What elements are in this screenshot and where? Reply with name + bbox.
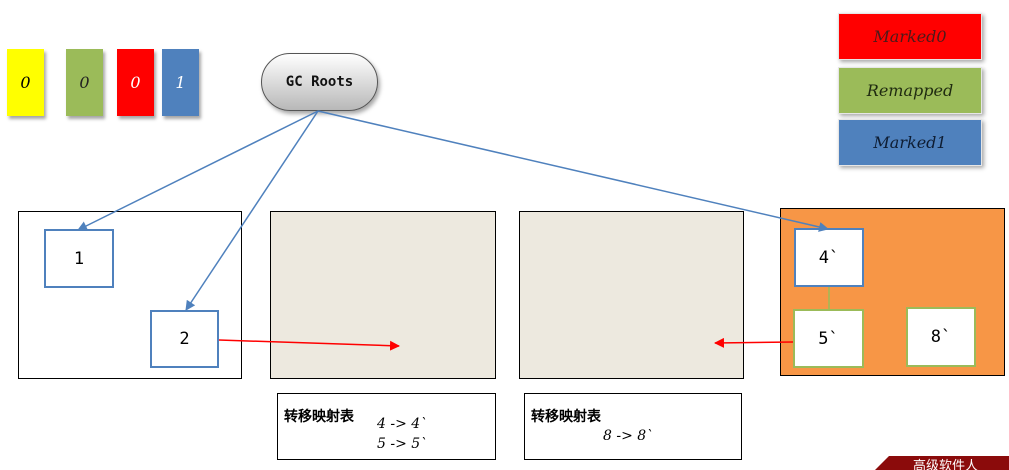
color-bit-green: 0 (66, 49, 103, 116)
object-4-relocated: 4` (794, 228, 864, 287)
forwarding-table-title: 转移映射表 (284, 409, 354, 425)
gc-roots-label: GC Roots (285, 74, 354, 90)
object-8-relocated: 8` (906, 307, 976, 367)
watermark-banner: 高级软件人 (875, 456, 1009, 470)
region-2 (270, 211, 496, 379)
legend-label: Marked1 (873, 133, 947, 152)
color-bit-red: 0 (117, 49, 154, 116)
object-label: 1 (73, 248, 85, 269)
gc-roots-node: GC Roots (261, 53, 378, 111)
pointer-arrow-root-to-2 (185, 110, 319, 311)
legend-label: Remapped (866, 81, 954, 100)
color-bit-yellow: 0 (7, 49, 44, 116)
forwarding-entry: 4 -> 4` (377, 416, 428, 432)
bit-label: 0 (79, 73, 90, 92)
forwarding-table-region-3: 转移映射表 8 -> 8` (524, 393, 742, 460)
forward-arrow-5 (714, 337, 794, 348)
watermark-text: 高级软件人 (913, 459, 979, 470)
legend-remapped: Remapped (838, 67, 982, 114)
region-3 (519, 211, 744, 379)
object-label: 2 (179, 329, 190, 349)
legend-marked1: Marked1 (838, 119, 982, 166)
pointer-arrow-root-to-4 (317, 110, 829, 232)
forwarding-entry: 8 -> 8` (603, 428, 654, 444)
forwarding-table-title: 转移映射表 (531, 409, 601, 425)
object-5-relocated: 5` (793, 309, 864, 368)
object-label: 8` (930, 327, 952, 347)
color-bit-blue: 1 (162, 49, 199, 116)
legend-label: Marked0 (873, 27, 947, 46)
forwarding-entry: 5 -> 5` (377, 436, 428, 452)
bit-label: 0 (130, 73, 141, 92)
pointer-arrow-root-to-1 (77, 110, 319, 231)
bit-label: 0 (20, 73, 31, 92)
region-1 (18, 211, 242, 379)
object-label: 4` (818, 247, 840, 268)
object-label: 5` (818, 328, 839, 349)
object-2: 2 (150, 310, 219, 368)
object-1: 1 (44, 229, 114, 288)
bit-label: 1 (175, 73, 186, 92)
legend-marked0: Marked0 (838, 13, 982, 60)
forward-arrow-2 (218, 339, 400, 351)
forwarding-table-region-2: 转移映射表 4 -> 4` 5 -> 5` (277, 393, 496, 460)
